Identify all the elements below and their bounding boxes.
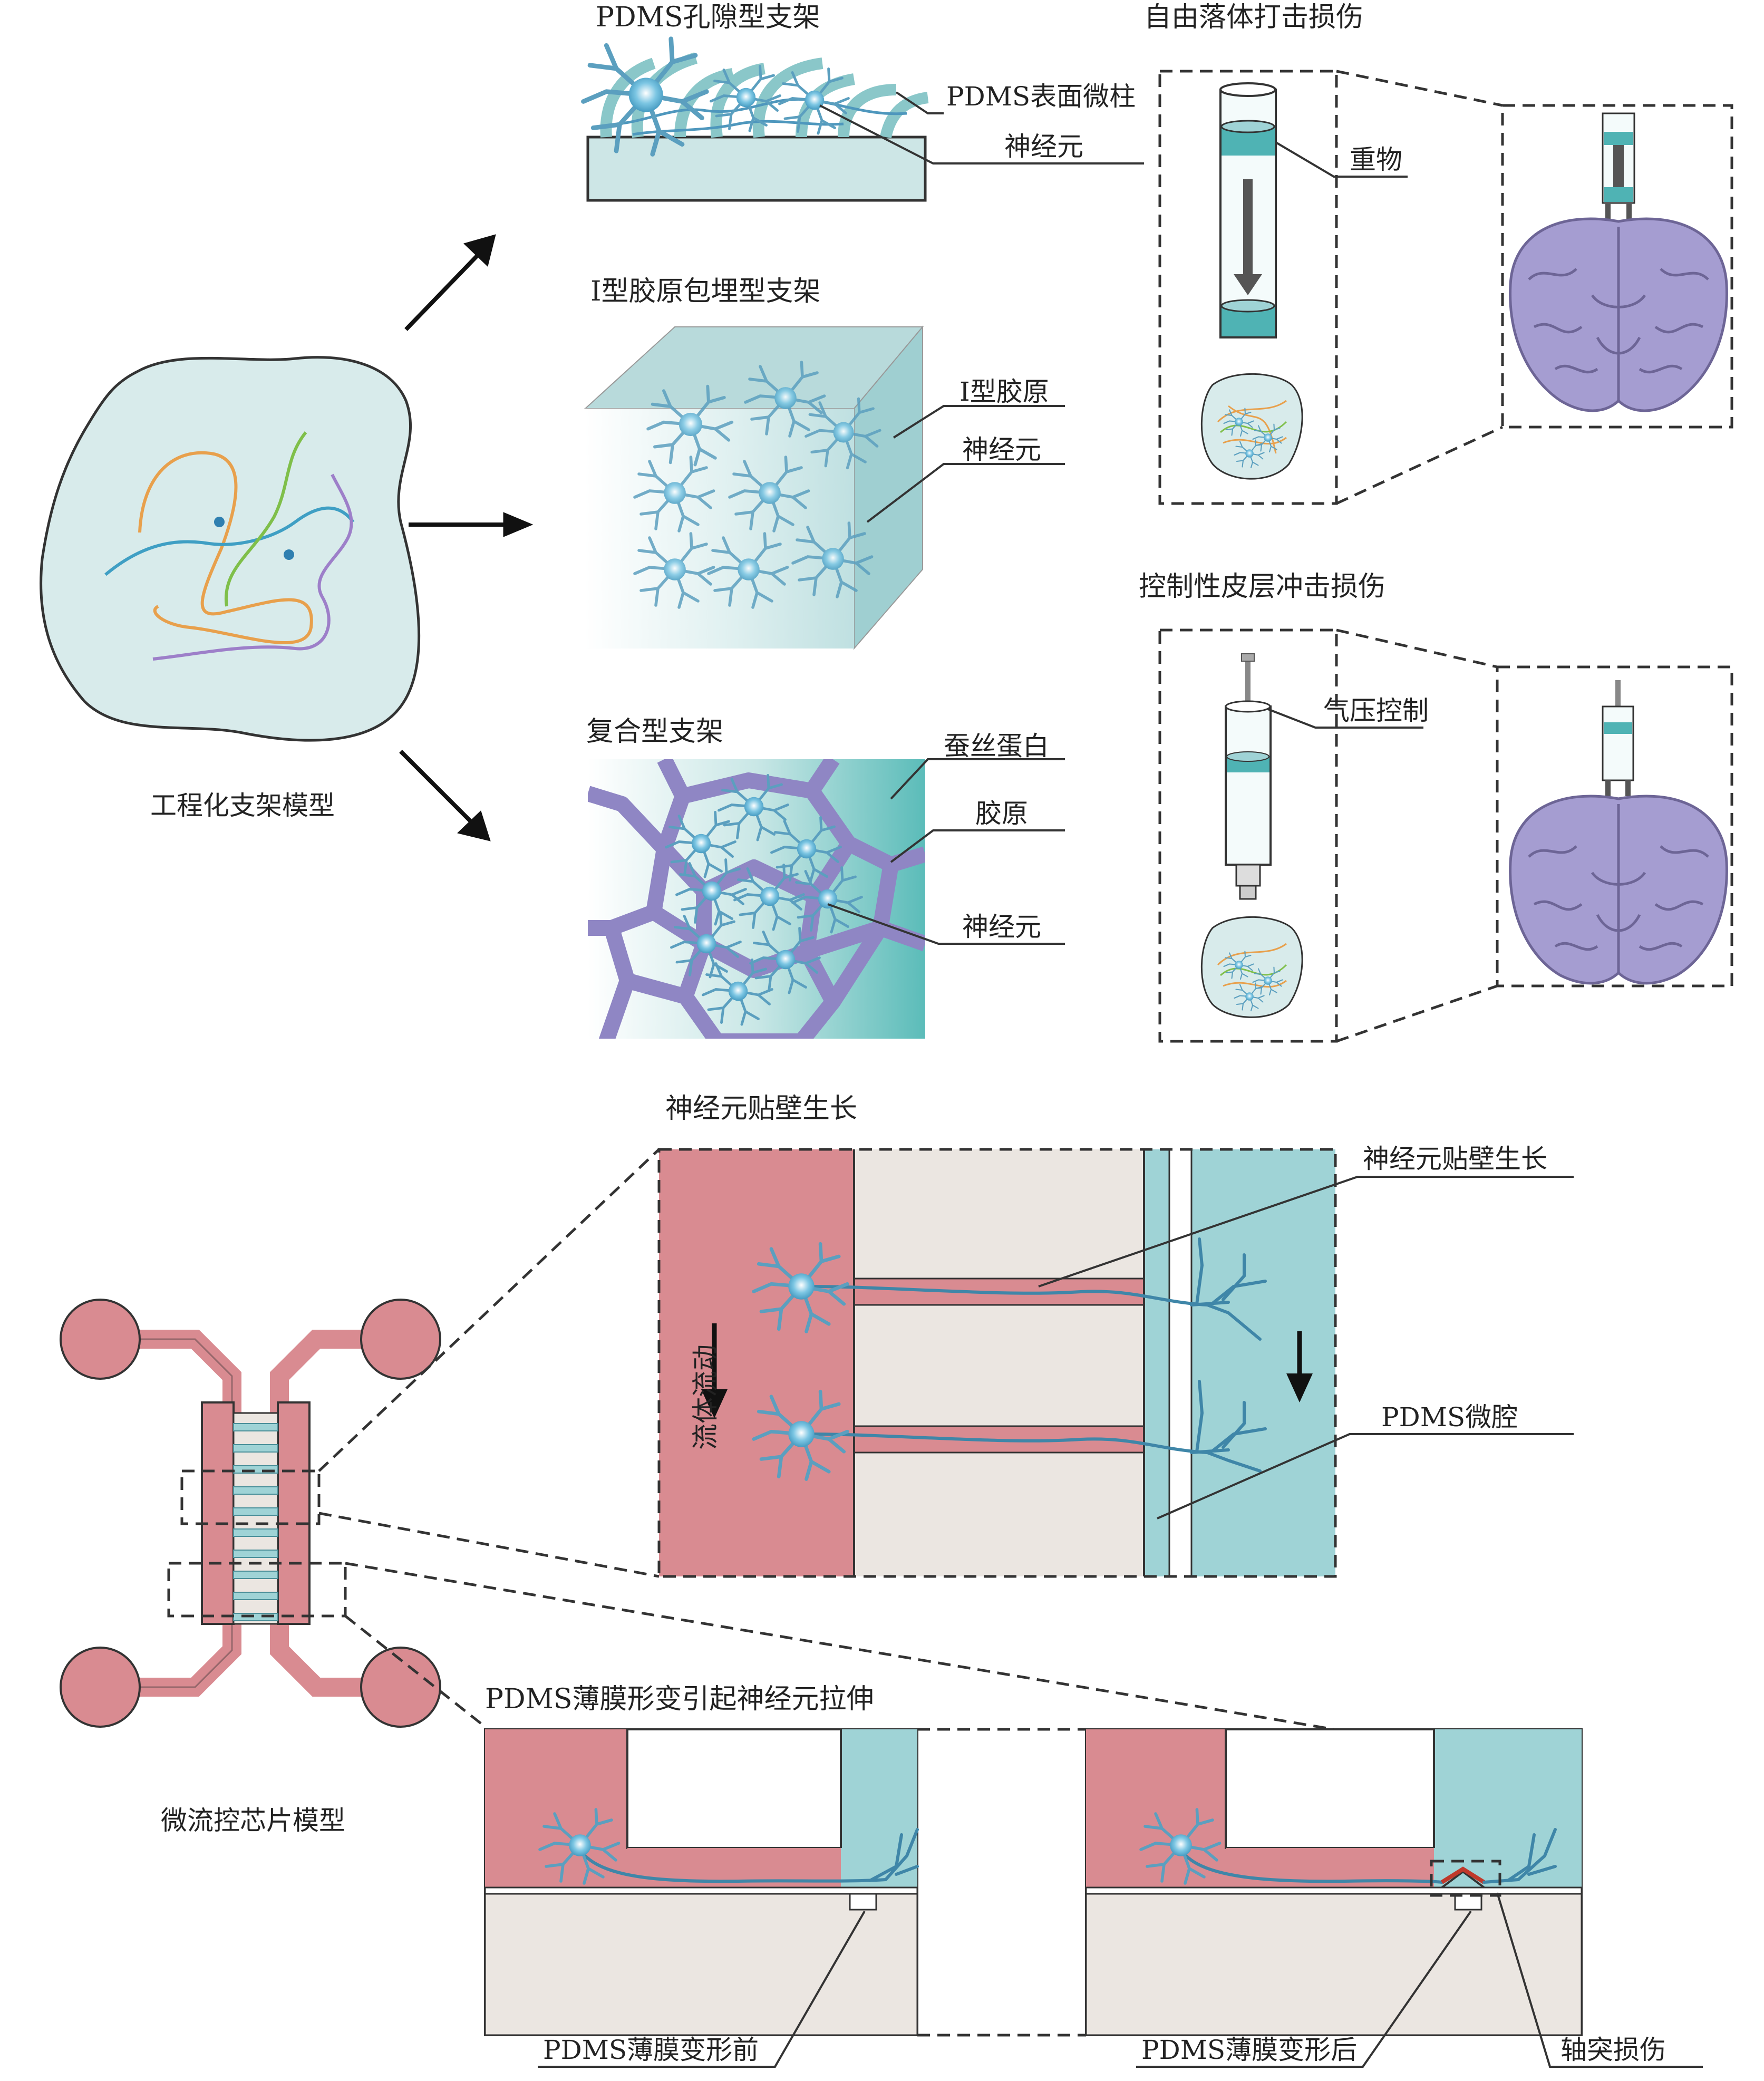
cci-zoom-line-top	[1336, 628, 1498, 669]
membrane-before-panel	[484, 1728, 919, 2036]
type1-collagen-label: I型胶原	[959, 376, 1049, 407]
wall-growth-panel	[659, 1149, 1335, 1576]
free-fall-zoom-line-bottom	[1335, 425, 1504, 505]
axon-injury-leader	[1496, 1892, 1703, 2068]
membrane-before-label: PDMS薄膜变形前	[543, 2035, 759, 2065]
chip-zoom-box-2	[167, 1562, 347, 1618]
after-leader	[1136, 1910, 1472, 2068]
chip-zoom-line-1b	[318, 1512, 660, 1578]
wall-growth-label: 神经元贴壁生长	[1363, 1144, 1547, 1174]
free-fall-brain-box	[1501, 104, 1733, 429]
chip-zoom-box-1	[180, 1469, 321, 1525]
silk-leader	[890, 758, 1065, 800]
wall-growth-dashed-frame	[657, 1148, 1337, 1578]
pdms-chamber-leader	[1157, 1433, 1574, 1519]
chip-zoom-line-1a	[318, 1148, 660, 1472]
neuron-1-leader	[819, 104, 1144, 164]
neuron-2-label: 神经元	[962, 434, 1041, 465]
cci-dashed-box	[1158, 628, 1338, 1043]
cci-title: 控制性皮层冲击损伤	[1139, 571, 1385, 603]
pressure-leader	[1267, 708, 1423, 729]
engineered-scaffold-blob	[40, 356, 421, 742]
neuron-1-label: 神经元	[1004, 131, 1083, 162]
before-leader	[538, 1911, 866, 2068]
pdms-porous-scaffold-title: PDMS孔隙型支架	[596, 2, 820, 33]
neuron-3-leader	[827, 903, 1065, 945]
fluid-flow-label: 流体流动	[690, 1344, 721, 1450]
neuron-3-label: 神经元	[962, 912, 1041, 942]
free-fall-title: 自由落体打击损伤	[1144, 2, 1363, 33]
silk-protein-label: 蚕丝蛋白	[944, 731, 1049, 761]
pdms-pillar-label: PDMS表面微柱	[946, 81, 1136, 112]
free-fall-dashed-box	[1158, 70, 1338, 505]
wall-growth-leader	[1038, 1176, 1574, 1288]
pdms-chamber-label: PDMS微腔	[1381, 1402, 1518, 1432]
microfluidic-chip	[60, 1299, 441, 1728]
cci-brain	[1509, 680, 1728, 985]
free-fall-tube	[1219, 82, 1277, 338]
collagen-embed-title: I型胶原包埋型支架	[590, 276, 821, 307]
type1-collagen-leader	[893, 405, 1065, 439]
membrane-after-label: PDMS薄膜变形后	[1141, 2035, 1357, 2065]
weight-leader	[1275, 141, 1408, 178]
collagen-cube	[584, 325, 924, 650]
free-fall-brain	[1509, 112, 1728, 412]
weight-label: 重物	[1350, 144, 1402, 175]
collagen-label: 胶原	[975, 798, 1028, 829]
cci-brain-box	[1496, 665, 1733, 988]
pdms-pillar-leader	[895, 91, 944, 114]
free-fall-sample	[1200, 373, 1303, 480]
composite-scaffold-title: 复合型支架	[586, 716, 723, 748]
free-fall-zoom-line-top	[1336, 70, 1503, 107]
collagen-leader	[890, 829, 1065, 863]
scaffold-arrows	[399, 234, 534, 841]
axon-injury-box	[1430, 1860, 1501, 1897]
axon-injury-label: 轴突损伤	[1561, 2035, 1666, 2065]
cci-sample	[1200, 916, 1303, 1018]
cci-zoom-line-bottom	[1336, 984, 1498, 1043]
membrane-title: PDMS薄膜形变引起神经元拉伸	[485, 1683, 874, 1715]
microfluidic-chip-label: 微流控芯片模型	[161, 1805, 345, 1836]
cci-device	[1225, 653, 1272, 900]
membrane-after-panel	[1085, 1728, 1583, 2036]
pdms-porous-scaffold	[584, 39, 929, 202]
chip-zoom-line-2b	[344, 1615, 486, 1728]
pressure-control-label: 气压控制	[1323, 695, 1429, 726]
neuron-2-leader	[866, 463, 1065, 523]
engineered-scaffold-label: 工程化支架模型	[150, 790, 335, 821]
composite-scaffold	[588, 759, 925, 1039]
wall-growth-title: 神经元贴壁生长	[665, 1093, 857, 1125]
chip-zoom-line-2a	[345, 1562, 1334, 1731]
